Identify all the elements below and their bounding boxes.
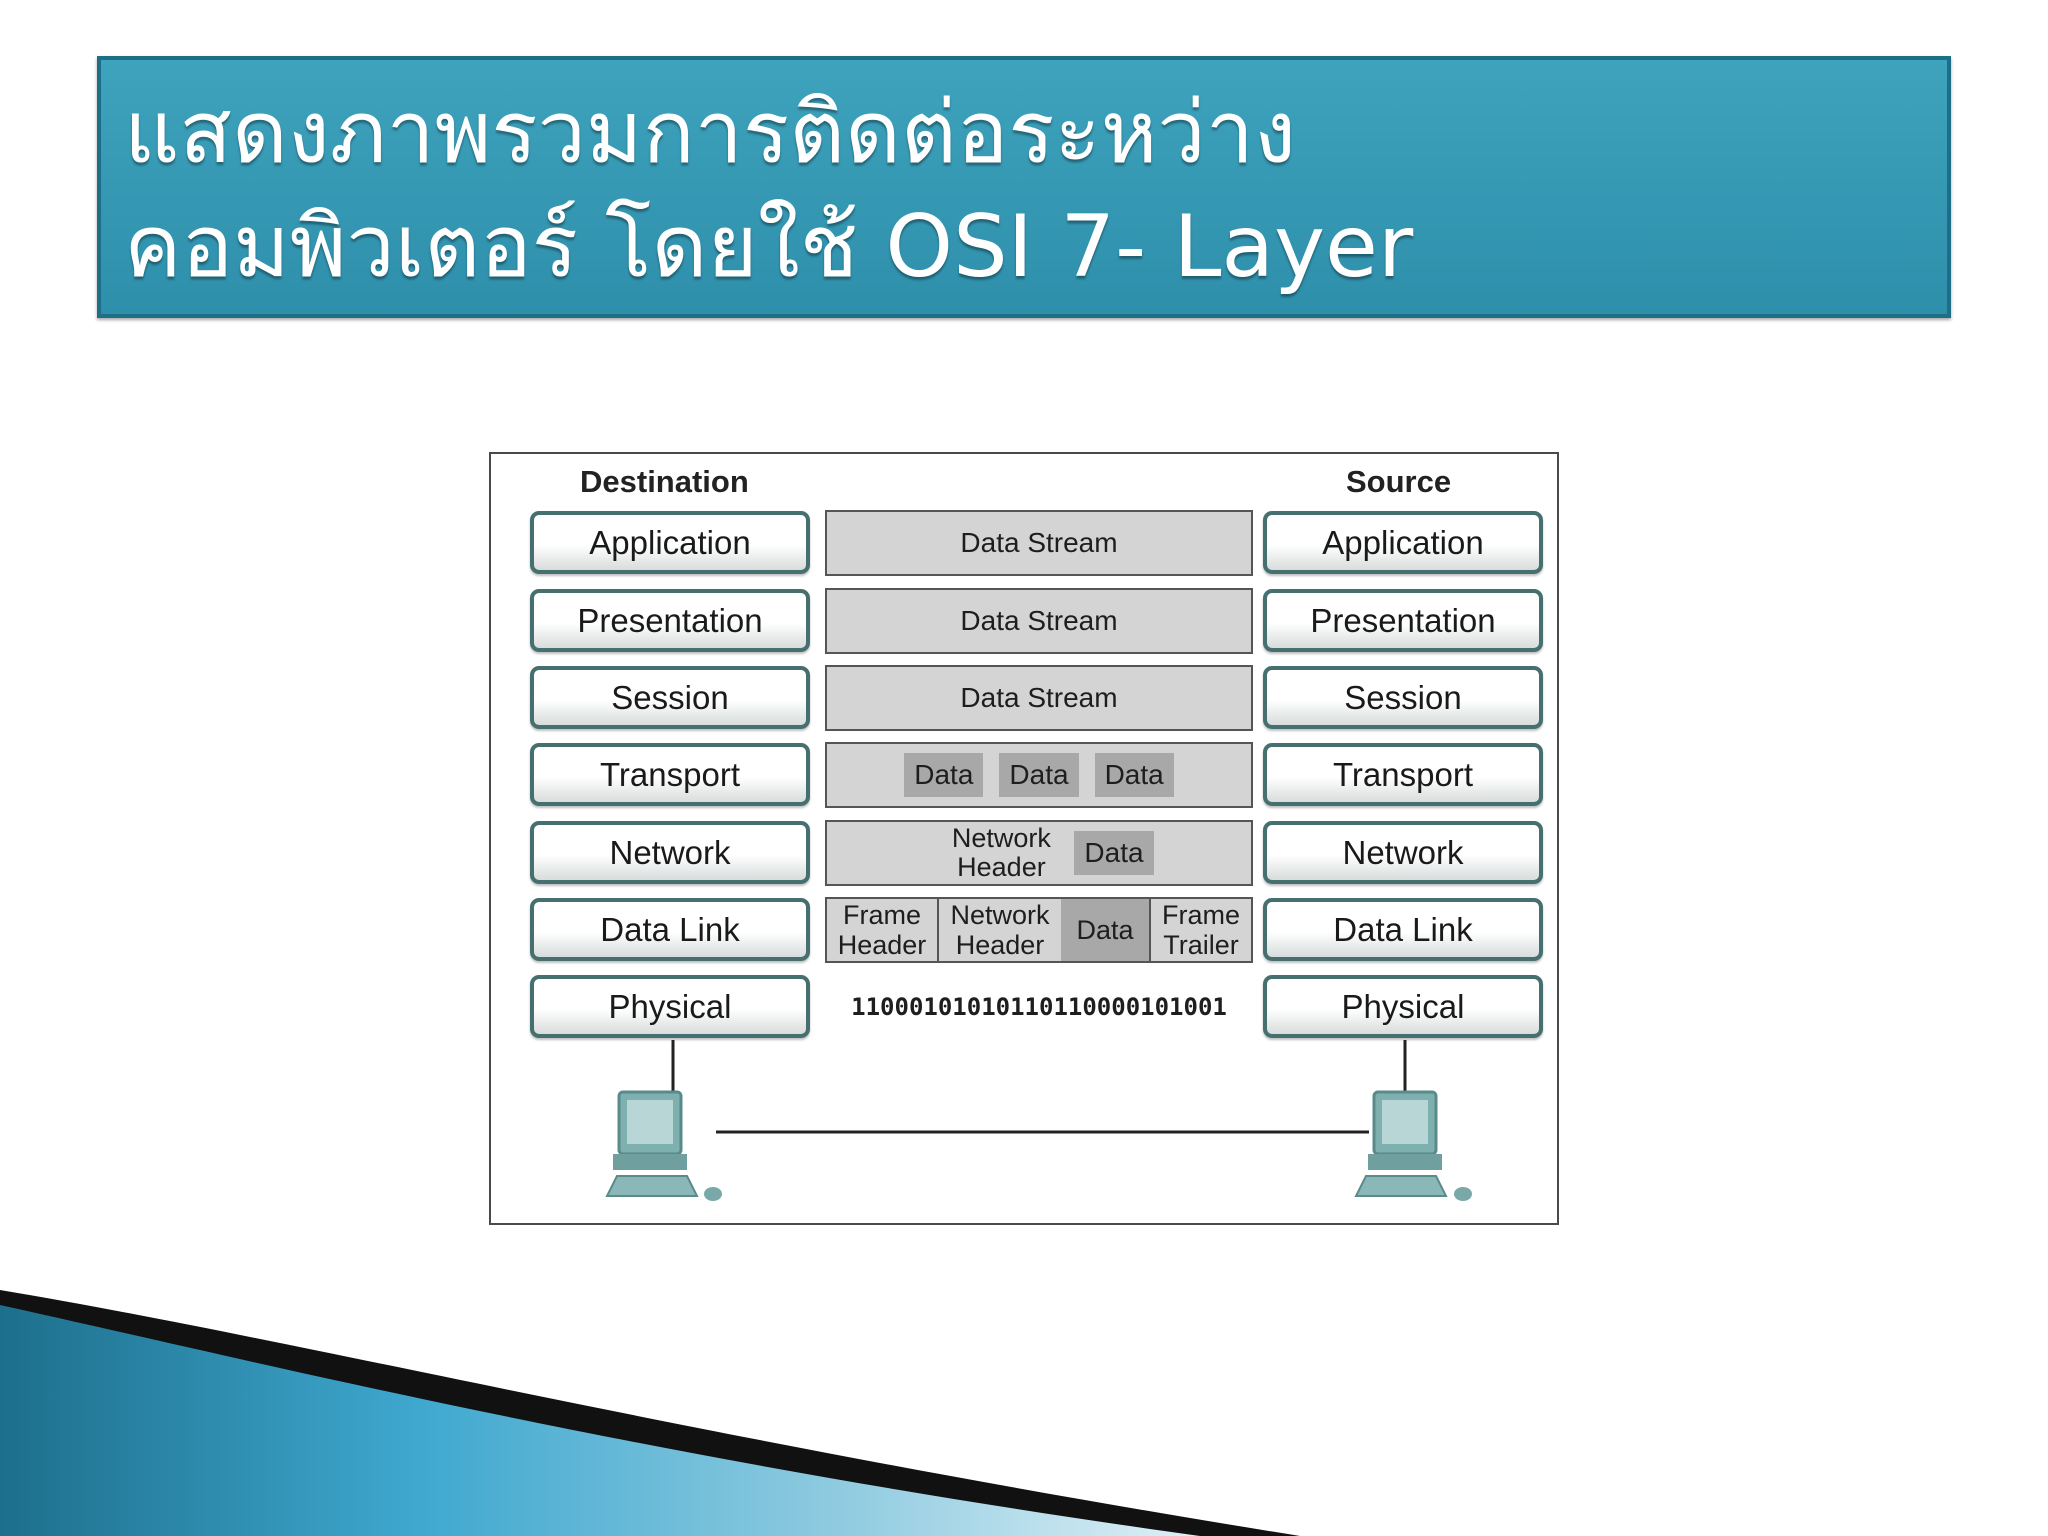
- src-layer-application: Application: [1263, 511, 1543, 574]
- slide-title-line-2: คอมพิวเตอร์ โดยใช้ OSI 7- Layer: [124, 197, 1414, 297]
- src-layer-presentation: Presentation: [1263, 589, 1543, 652]
- dest-layer-application: Application: [530, 511, 810, 574]
- frame-data: Data: [1061, 899, 1149, 961]
- src-layer-data-link: Data Link: [1263, 898, 1543, 961]
- packet-data: Data: [1074, 831, 1154, 875]
- segment-data: Data: [999, 753, 1079, 797]
- slide-title-line-1: แสดงภาพรวมการติดต่อระหว่าง: [124, 83, 1297, 183]
- title-banner: [97, 56, 1951, 318]
- frame-header-label: Frame Header: [827, 899, 939, 961]
- frame-trailer-label: Frame Trailer: [1149, 899, 1251, 961]
- bit-stream: 11000101010110110000101001: [851, 993, 1227, 1021]
- data-stream-label: Data Stream: [960, 605, 1118, 636]
- pdu-network: Network Header Data: [825, 820, 1253, 886]
- pdu-session: Data Stream: [825, 665, 1253, 731]
- pdu-presentation: Data Stream: [825, 588, 1253, 654]
- data-stream-label: Data Stream: [960, 682, 1118, 713]
- segment-data: Data: [1094, 753, 1174, 797]
- source-computer-icon: [1354, 1090, 1472, 1201]
- src-layer-physical: Physical: [1263, 975, 1543, 1038]
- dest-layer-network: Network: [530, 821, 810, 884]
- pdu-data-link: Frame Header Network Header Data Frame T…: [825, 897, 1253, 963]
- src-layer-network: Network: [1263, 821, 1543, 884]
- dest-layer-session: Session: [530, 666, 810, 729]
- destination-computer-icon: [605, 1090, 722, 1201]
- network-header-label: Network Header: [950, 900, 1050, 960]
- src-layer-transport: Transport: [1263, 743, 1543, 806]
- dest-layer-physical: Physical: [530, 975, 810, 1038]
- dest-layer-data-link: Data Link: [530, 898, 810, 961]
- dest-layer-presentation: Presentation: [530, 589, 810, 652]
- data-stream-label: Data Stream: [960, 527, 1118, 558]
- destination-label: Destination: [580, 464, 749, 499]
- src-layer-session: Session: [1263, 666, 1543, 729]
- pdu-transport: Data Data Data: [825, 742, 1253, 808]
- pdu-application: Data Stream: [825, 510, 1253, 576]
- source-label: Source: [1346, 464, 1452, 499]
- segment-data: Data: [904, 753, 984, 797]
- network-header-label: Network Header: [951, 823, 1051, 882]
- osi-diagram: Destination Source Application Presentat…: [489, 452, 1559, 1225]
- network-connection-drawing: [605, 1040, 1472, 1201]
- dest-layer-transport: Transport: [530, 743, 810, 806]
